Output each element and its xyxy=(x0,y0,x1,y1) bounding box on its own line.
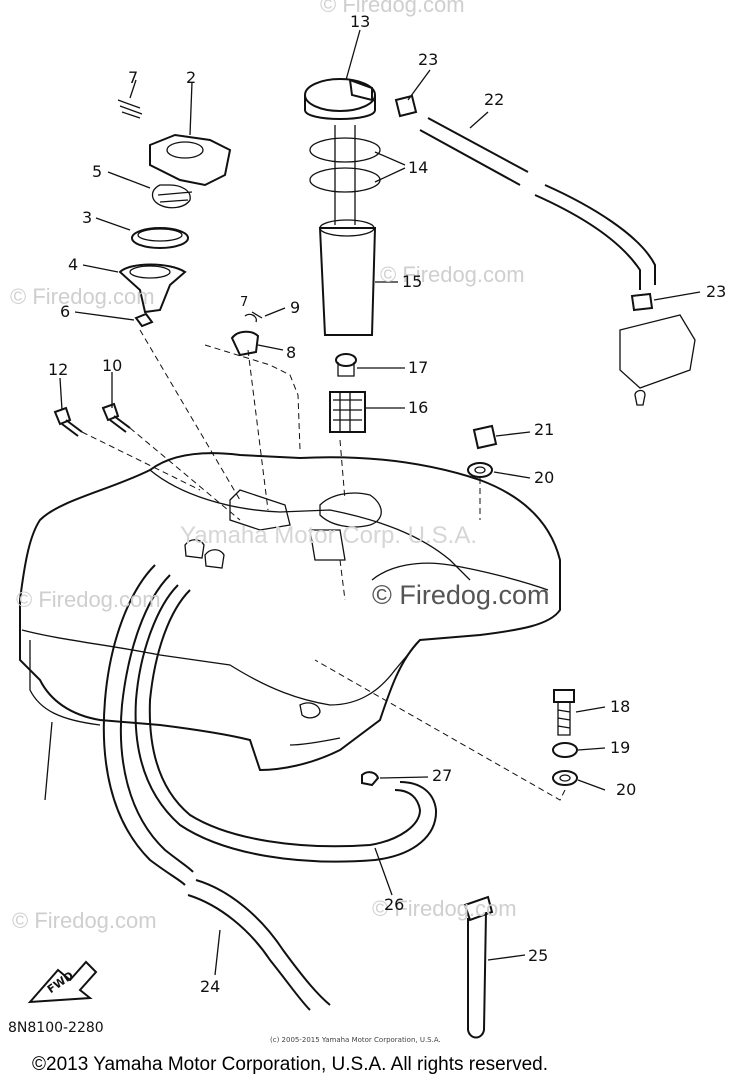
callout-5: 5 xyxy=(92,162,103,181)
fwd-arrow-icon xyxy=(27,960,98,1004)
diagram-code: 8N8100-2280 xyxy=(8,1020,104,1036)
watermark-top: © Firedog.com xyxy=(320,0,465,17)
callout-7b: 7 xyxy=(240,295,249,310)
watermark-bottom-left: © Firedog.com xyxy=(12,908,157,933)
callout-3: 3 xyxy=(82,208,93,227)
callout-21: 21 xyxy=(534,420,555,439)
clip-27 xyxy=(361,771,380,787)
assembly-dashed-lines xyxy=(81,329,566,801)
leader-lines xyxy=(44,29,701,976)
watermark-corp-overlay: Yamaha Motor Corp. U.S.A. xyxy=(180,522,477,549)
callout-10: 10 xyxy=(102,356,123,375)
callout-2: 2 xyxy=(186,68,197,87)
callout-8: 8 xyxy=(286,343,297,362)
callout-19: 19 xyxy=(610,738,631,757)
callout-6: 6 xyxy=(60,302,71,321)
callout-22: 22 xyxy=(484,90,505,109)
fuel-hoses xyxy=(102,564,438,1011)
watermark-left-low: © Firedog.com xyxy=(16,587,161,612)
callout-4: 4 xyxy=(68,255,79,274)
footer-copyright: ©2013 Yamaha Motor Corporation, U.S.A. A… xyxy=(32,1054,548,1075)
clip-parts xyxy=(230,311,263,357)
watermark-bottom-right: © Firedog.com xyxy=(372,896,517,921)
callout-13: 13 xyxy=(350,12,371,31)
strap-25 xyxy=(463,895,494,1039)
watermark-left-mid: © Firedog.com xyxy=(10,284,155,309)
fuel-pump-assembly xyxy=(304,78,381,433)
callout-14: 14 xyxy=(408,158,429,177)
watermark-right-big: © Firedog.com xyxy=(372,580,550,610)
vent-hose-22 xyxy=(394,94,696,406)
callout-15: 15 xyxy=(402,272,423,291)
bolts-10-12 xyxy=(53,402,131,437)
callout-25: 25 xyxy=(528,946,549,965)
small-copyright: (c) 2005-2015 Yamaha Motor Corporation, … xyxy=(270,1036,441,1044)
callout-26: 26 xyxy=(384,895,405,914)
callout-9: 9 xyxy=(290,298,301,317)
cap-assembly xyxy=(117,99,232,328)
callout-12: 12 xyxy=(48,360,69,379)
callout-20a: 20 xyxy=(534,468,555,487)
callout-23b: 23 xyxy=(706,282,727,301)
callout-20b: 20 xyxy=(616,780,637,799)
callout-16: 16 xyxy=(408,398,429,417)
hardware-right xyxy=(467,424,578,786)
callout-18: 18 xyxy=(610,697,631,716)
callout-7a: 7 xyxy=(128,68,139,87)
callout-27: 27 xyxy=(432,766,453,785)
callout-24: 24 xyxy=(200,977,221,996)
watermark-center-mid: © Firedog.com xyxy=(380,262,525,287)
callout-17: 17 xyxy=(408,358,429,377)
callout-23a: 23 xyxy=(418,50,439,69)
